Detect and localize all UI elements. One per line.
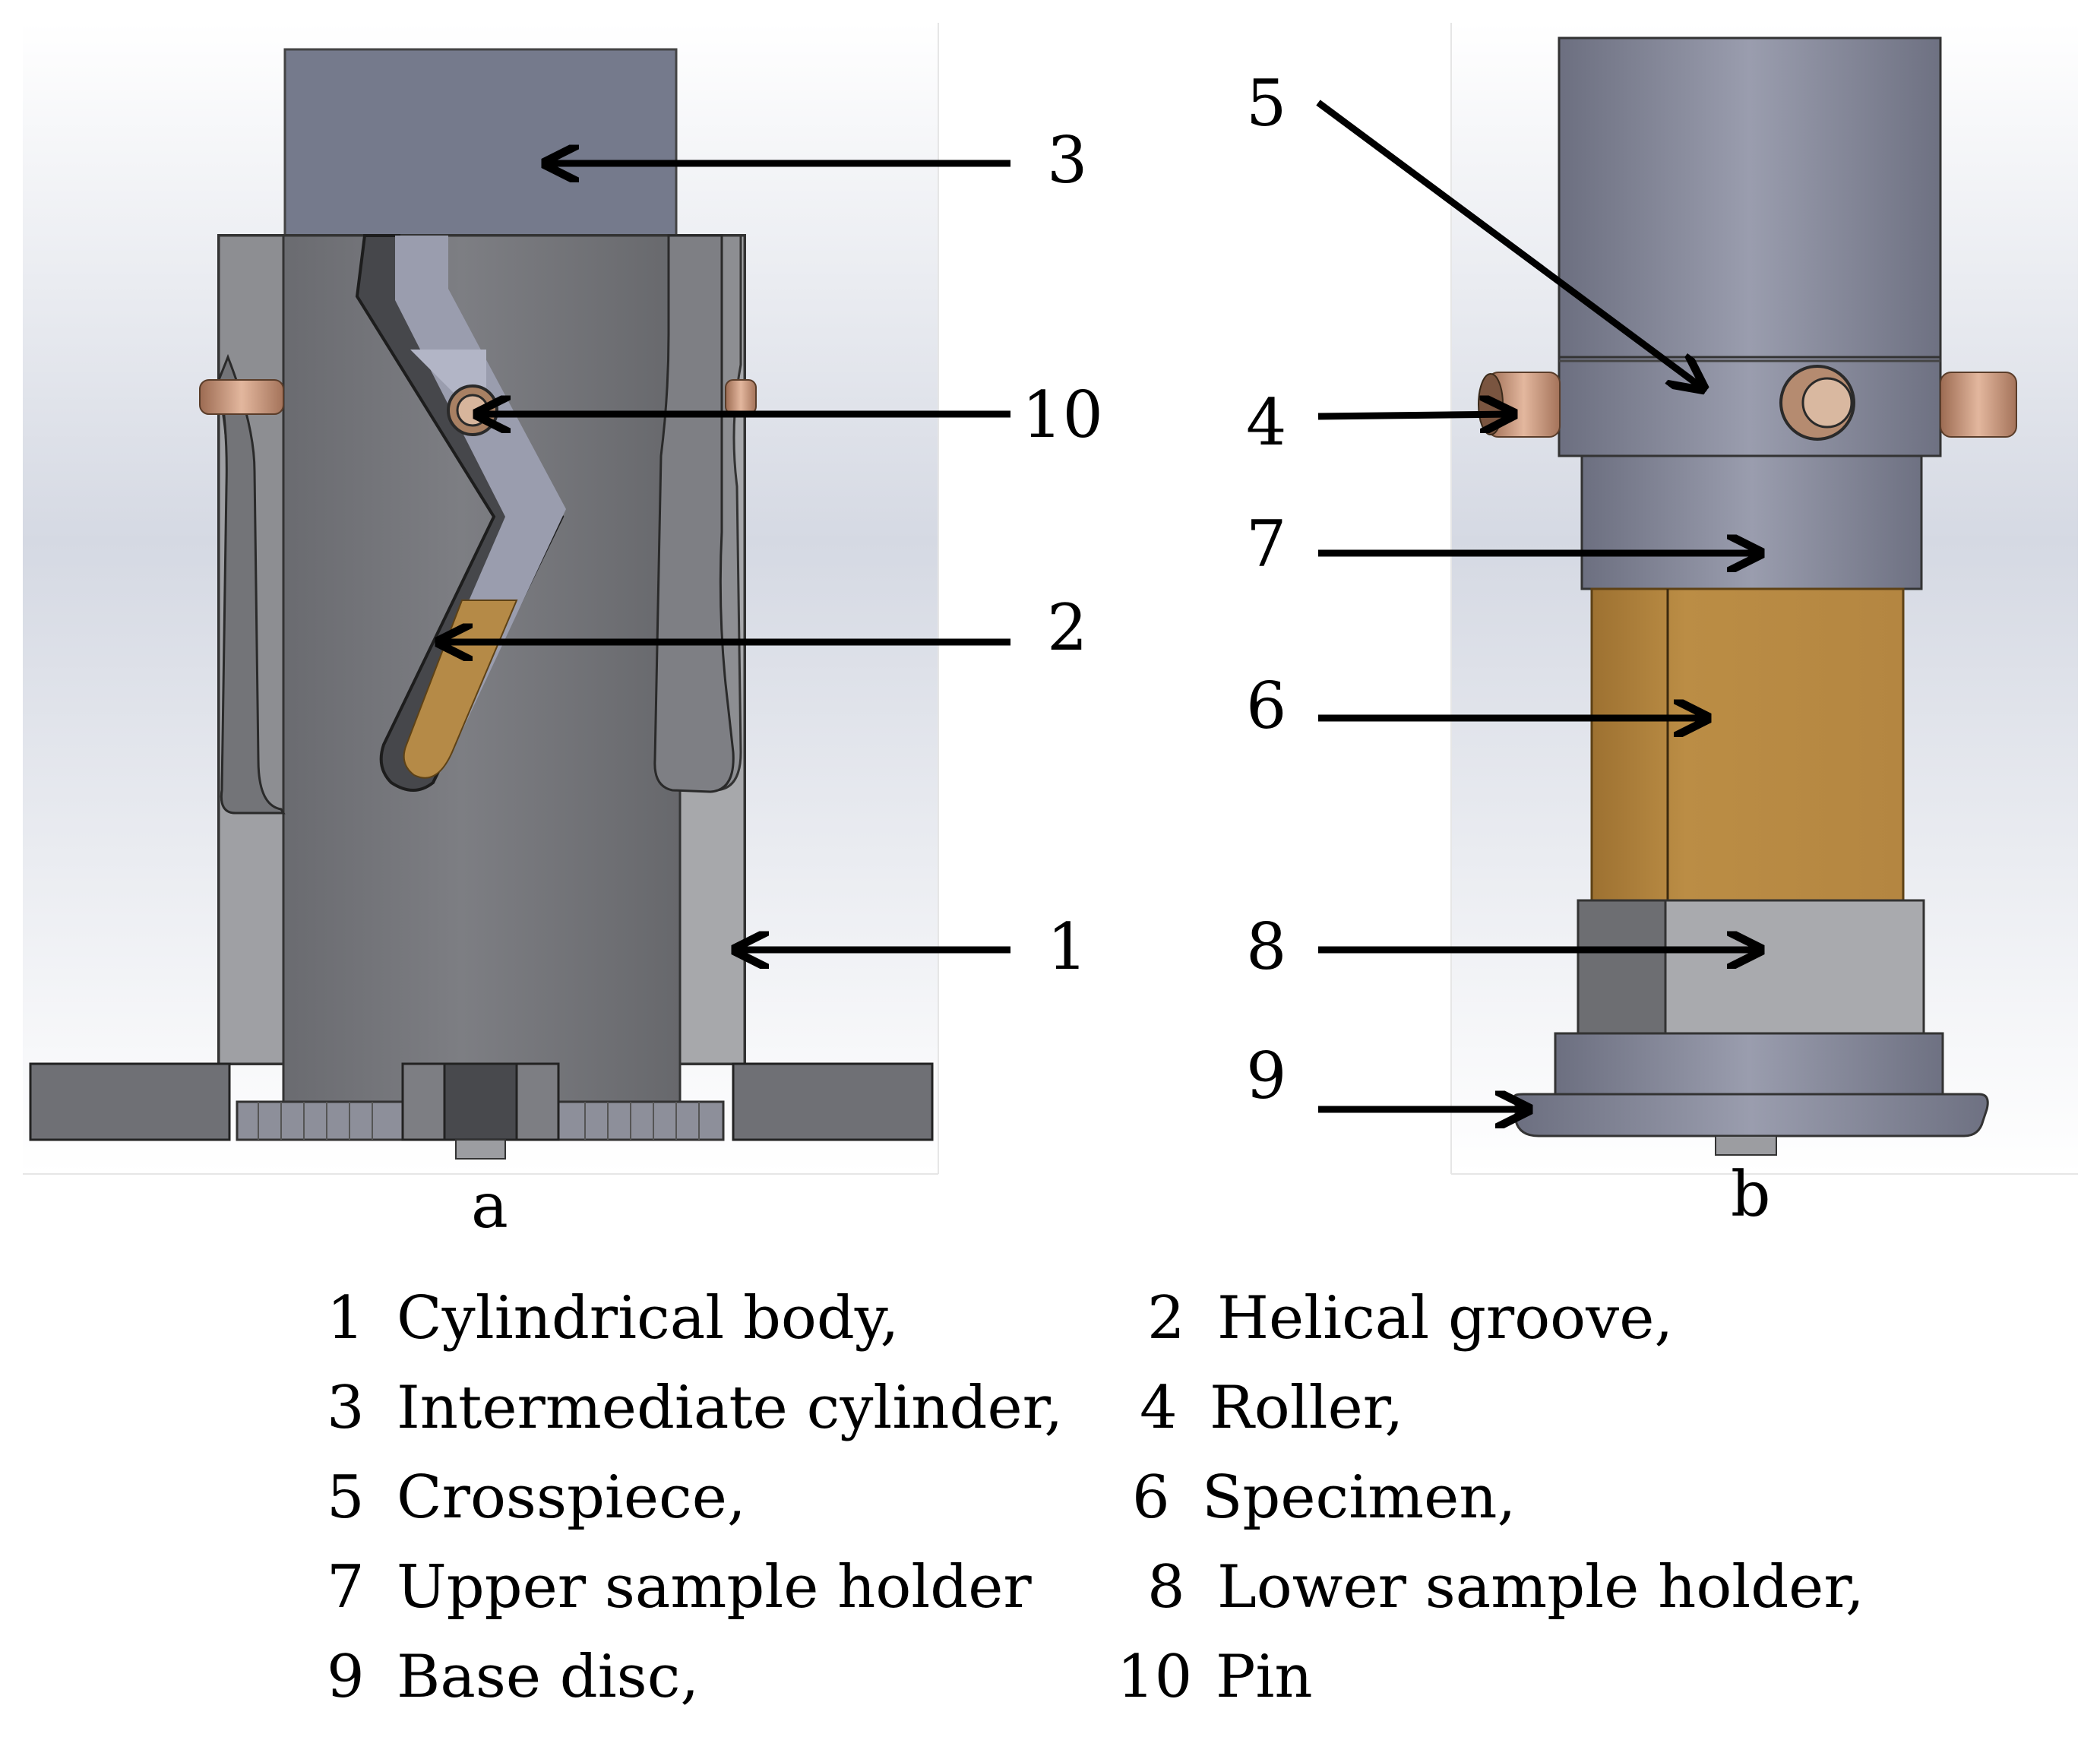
callout-3: 3 — [1047, 123, 1087, 198]
callout-5: 5 — [1246, 66, 1286, 141]
specimen — [1590, 587, 1905, 902]
callout-7: 7 — [1246, 507, 1286, 581]
legend-item-3: 3 Intermediate cylinder, — [327, 1374, 1063, 1457]
legend-text: Upper sample holder — [397, 1553, 1032, 1622]
panel-a: 3 10 2 1 a — [23, 23, 1103, 1242]
arrow-5 — [1316, 100, 1702, 388]
legend: 1 Cylindrical body, 2 Helical groove, 3 Int… — [327, 1284, 1922, 1711]
legend-text: Lower sample holder, — [1217, 1553, 1864, 1622]
legend-item-2: 2 Helical groove, — [1147, 1284, 1673, 1368]
lower-sample-holder — [1577, 899, 1925, 1035]
callout-9: 9 — [1246, 1039, 1286, 1113]
base-disc — [1513, 1032, 1989, 1156]
legend-text: Roller, — [1210, 1374, 1404, 1442]
base-foot-left — [29, 1062, 231, 1141]
arrow-4 — [1317, 414, 1512, 416]
base-foot-right — [732, 1062, 934, 1141]
legend-num: 1 — [327, 1284, 365, 1353]
base-screw-a — [455, 1139, 506, 1160]
roller-right-a — [725, 379, 757, 415]
legend-item-9: 9 Base disc, — [327, 1643, 699, 1726]
legend-num: 2 — [1147, 1284, 1185, 1353]
legend-item-8: 8 Lower sample holder, — [1147, 1553, 1864, 1637]
legend-item-7: 7 Upper sample holder — [327, 1553, 1032, 1637]
legend-item-1: 1 Cylindrical body, — [327, 1284, 899, 1368]
legend-num: 7 — [327, 1553, 365, 1622]
legend-num: 3 — [327, 1374, 365, 1442]
legend-text: Helical groove, — [1217, 1284, 1674, 1353]
legend-text: Specimen, — [1202, 1463, 1516, 1532]
legend-num: 6 — [1132, 1463, 1170, 1532]
legend-item-6: 6 Specimen, — [1132, 1463, 1516, 1547]
callout-4: 4 — [1246, 385, 1286, 460]
roller-b — [1478, 365, 2017, 441]
legend-item-10: 10 Pin — [1117, 1643, 1313, 1726]
pin — [447, 384, 498, 436]
legend-text: Cylindrical body, — [397, 1284, 900, 1353]
legend-text: Crosspiece, — [397, 1463, 746, 1532]
legend-num: 4 — [1140, 1374, 1178, 1442]
callout-8: 8 — [1246, 910, 1286, 984]
legend-text: Pin — [1216, 1643, 1313, 1711]
legend-text: Intermediate cylinder, — [397, 1374, 1064, 1442]
callout-2: 2 — [1047, 590, 1087, 665]
legend-item-4: 4 Roller, — [1140, 1374, 1403, 1457]
crosspiece — [1558, 356, 1942, 457]
legend-num: 9 — [327, 1643, 365, 1711]
legend-num: 5 — [327, 1463, 365, 1532]
legend-item-5: 5 Crosspiece, — [327, 1463, 746, 1547]
callout-1: 1 — [1047, 910, 1087, 984]
intermediate-cylinder — [283, 48, 678, 248]
intermediate-cylinder-b — [1558, 36, 1942, 362]
callout-10: 10 — [1022, 378, 1103, 452]
cylindrical-body — [217, 234, 746, 1111]
callout-6: 6 — [1246, 669, 1286, 743]
roller-left-a — [199, 379, 284, 415]
upper-sample-holder — [1580, 454, 1923, 590]
legend-num: 8 — [1147, 1553, 1185, 1622]
panel-b: 5 4 7 6 8 9 b — [1246, 23, 2078, 1231]
panel-a-letter: a — [471, 1170, 508, 1242]
panel-b-letter: b — [1731, 1159, 1771, 1231]
legend-text: Base disc, — [397, 1643, 700, 1711]
legend-num: 10 — [1117, 1643, 1193, 1711]
